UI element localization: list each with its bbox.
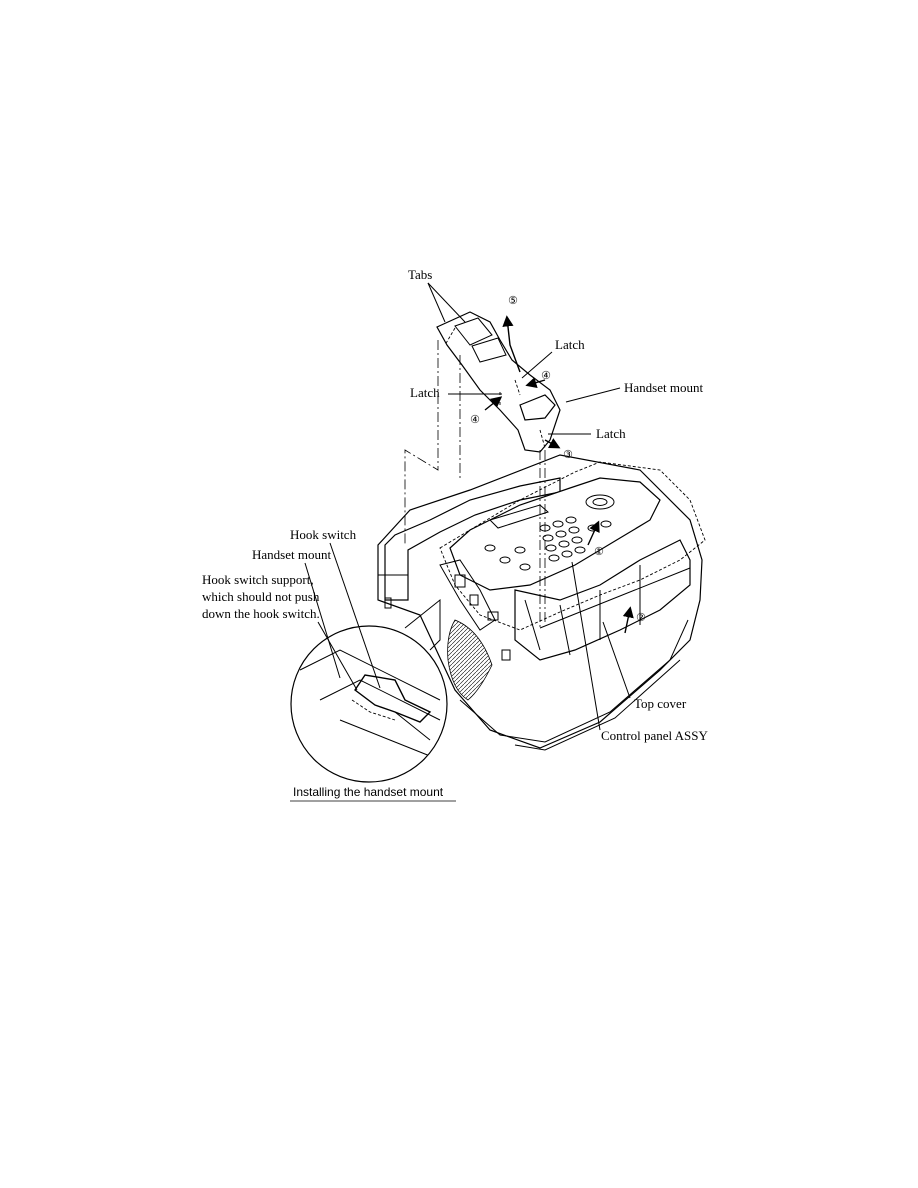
- label-hook-support-3: down the hook switch.: [202, 606, 320, 621]
- label-tabs: Tabs: [408, 267, 432, 282]
- alignment-lines: [404, 340, 546, 630]
- step-2-label: ②: [636, 611, 646, 624]
- callout-labels: Tabs Latch Latch Handset mount Latch Hoo…: [202, 267, 709, 743]
- label-hook-support-1: Hook switch support,: [202, 572, 314, 587]
- step-5-label: ⑤: [508, 294, 518, 307]
- label-top-cover: Top cover: [634, 696, 687, 711]
- label-control-panel: Control panel ASSY: [601, 728, 709, 743]
- label-latch-left: Latch: [410, 385, 440, 400]
- label-handset-mount: Handset mount: [624, 380, 703, 395]
- label-handset-mount-inset: Handset mount: [252, 547, 331, 562]
- step-4-label-left: ④: [470, 413, 480, 426]
- step-1-label: ①: [594, 545, 604, 558]
- step-4-label-top: ④: [541, 369, 551, 382]
- label-hook-switch: Hook switch: [290, 527, 357, 542]
- step-numbers: ⑤ ④ ④ ③ ① ②: [470, 294, 646, 624]
- leader-lines: [304, 282, 631, 731]
- step-3-label: ③: [563, 448, 573, 461]
- label-latch-right: Latch: [596, 426, 626, 441]
- label-hook-support-2: which should not push: [202, 589, 320, 604]
- hook-switch-detail-inset: [290, 598, 448, 783]
- caption-text: Installing the handset mount: [293, 785, 444, 799]
- handset-mount-part: [436, 311, 561, 453]
- label-latch-top: Latch: [555, 337, 585, 352]
- figure-caption: Installing the handset mount: [290, 785, 456, 802]
